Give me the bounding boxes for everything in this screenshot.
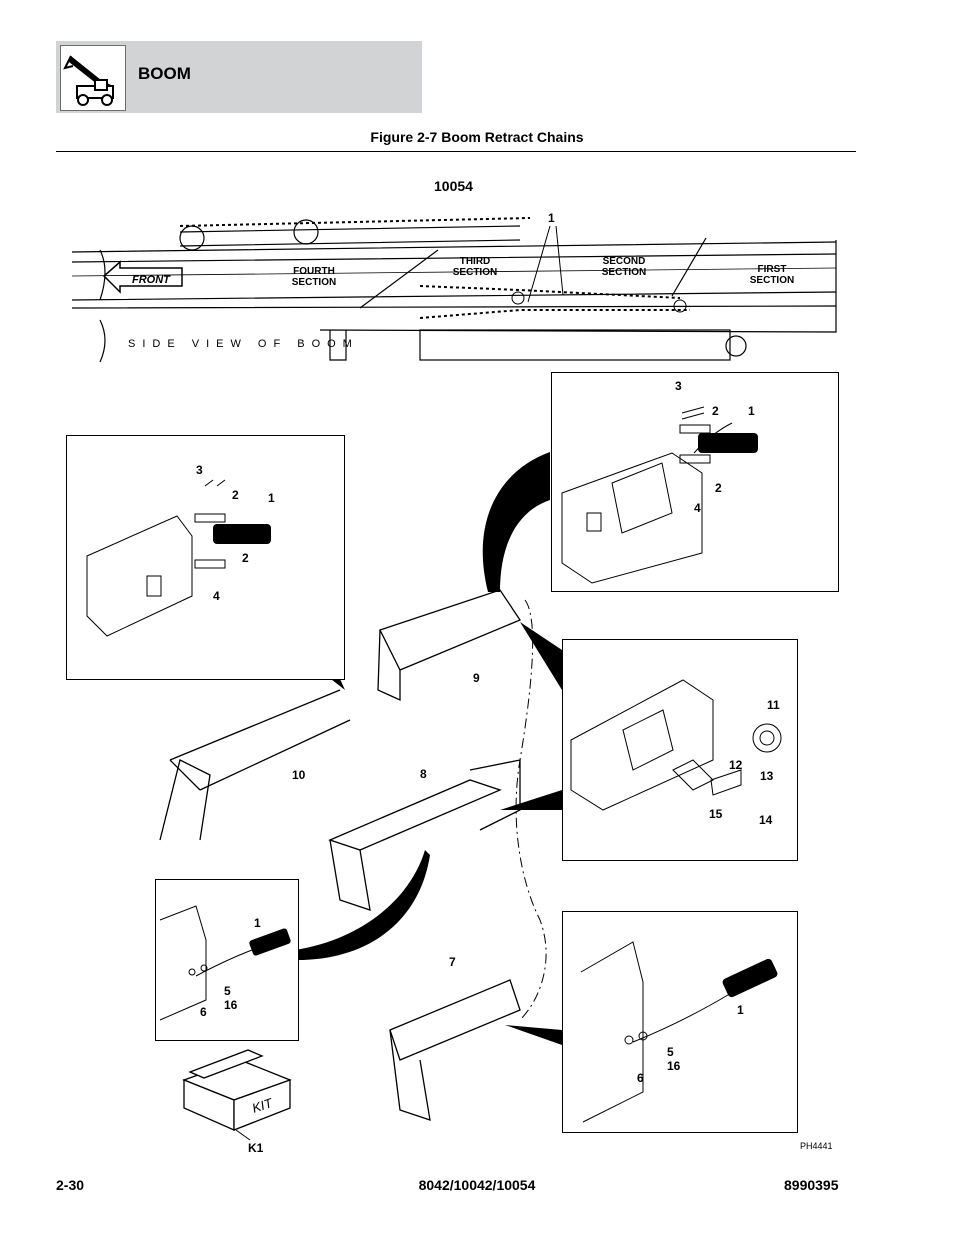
callout-mr-15: 15 [709,807,723,821]
callout-part-8: 8 [420,767,427,781]
callout-tr-3: 3 [675,379,682,393]
callout-bl-6: 6 [200,1005,207,1019]
callout-part-7: 7 [449,955,456,969]
callout-tl-2a: 2 [232,488,239,502]
callout-tr-1: 1 [748,404,755,418]
detail-panel-bottom-right [562,911,798,1133]
callout-part-10: 10 [292,768,306,782]
detail-panel-top-right [551,372,839,592]
model-numbers: 8042/10042/10054 [418,1177,536,1193]
callout-tl-1: 1 [268,491,275,505]
callout-bl-16: 16 [224,998,238,1012]
figure-title: Figure 2-7 Boom Retract Chains [370,129,584,145]
side-view-caption: SIDE VIEW OF BOOM [128,338,359,350]
telehandler-icon [60,45,126,111]
callout-mr-14: 14 [759,813,773,827]
front-label: FRONT [132,274,170,286]
callout-br-5: 5 [667,1045,674,1059]
callout-tr-2b: 2 [715,481,722,495]
callout-tl-4: 4 [213,589,220,603]
callout-br-16: 16 [667,1059,681,1073]
callout-mr-13: 13 [760,769,774,783]
callout-kit: K1 [248,1141,264,1155]
callout-part-9: 9 [473,671,480,685]
section-title: BOOM [138,64,191,83]
callout-mr-11: 11 [767,698,780,712]
callout-bl-5: 5 [224,984,231,998]
page-number: 2-30 [56,1177,85,1193]
detail-panel-bottom-left [155,879,299,1041]
callout-br-1: 1 [737,1003,744,1017]
header-rule [56,151,856,152]
ph-code: PH4441 [800,1141,833,1151]
callout-tr-4: 4 [694,501,701,515]
detail-panel-mid-right [562,639,798,861]
callout-mr-12: 12 [729,758,743,772]
callout-tl-2b: 2 [242,551,249,565]
callout-tl-3: 3 [196,463,203,477]
callout-br-6: 6 [637,1071,644,1085]
callout-side-1: 1 [548,211,555,225]
callout-bl-1: 1 [254,916,261,930]
callout-tr-2a: 2 [712,404,719,418]
document-number: 8990395 [784,1177,839,1193]
model-label: 10054 [434,178,473,194]
detail-panel-top-left [66,435,345,680]
